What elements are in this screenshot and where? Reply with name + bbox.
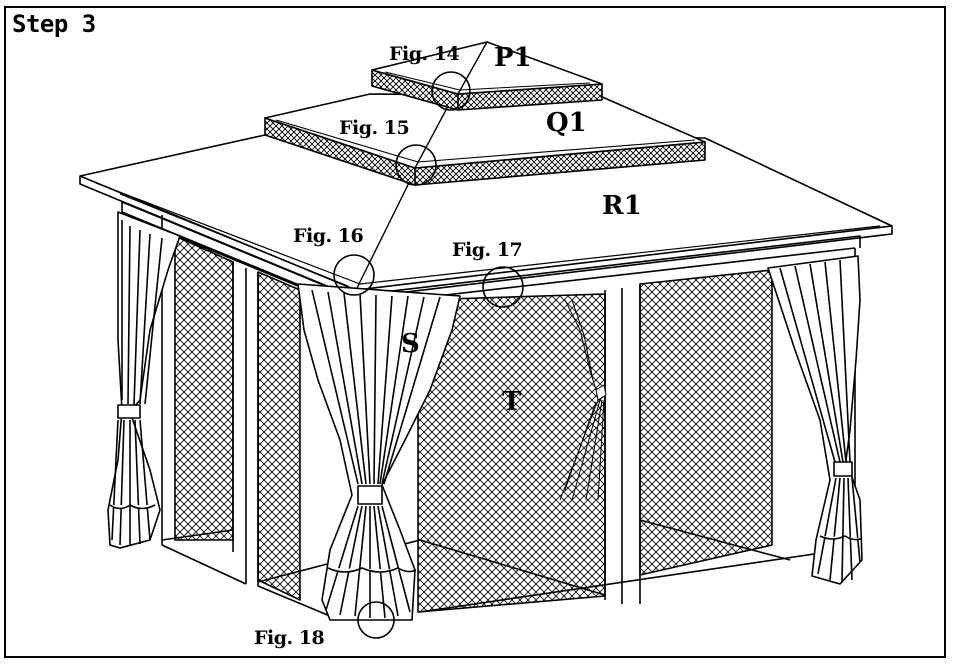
roof-R1 bbox=[79, 119, 893, 299]
curtain-inner bbox=[559, 299, 607, 501]
fig16-label: Fig. 16 bbox=[293, 225, 363, 247]
callout-circle-fig16 bbox=[333, 254, 375, 296]
fig17-label: Fig. 17 bbox=[452, 239, 522, 261]
middle-tier-Q1 bbox=[264, 79, 706, 186]
diagram-frame bbox=[4, 6, 946, 658]
callout-circle-fig17 bbox=[482, 266, 524, 308]
step-title: Step 3 bbox=[12, 10, 96, 38]
curtain-left bbox=[107, 211, 181, 549]
part-label-Q1: Q1 bbox=[546, 108, 587, 138]
curtain-S bbox=[297, 283, 461, 621]
part-label-P1: P1 bbox=[494, 43, 532, 73]
fig14-label: Fig. 14 bbox=[389, 43, 459, 65]
fig18-label: Fig. 18 bbox=[254, 627, 324, 649]
curtain-right bbox=[767, 255, 863, 585]
part-label-S: S bbox=[401, 329, 420, 359]
netting-T bbox=[174, 235, 773, 613]
callout-circle-fig14 bbox=[431, 71, 471, 111]
callout-circle-fig18 bbox=[357, 601, 395, 639]
part-label-R1: R1 bbox=[602, 191, 642, 221]
fig15-label: Fig. 15 bbox=[339, 117, 409, 139]
top-tier-P1 bbox=[371, 41, 603, 111]
callout-circle-fig15 bbox=[395, 144, 437, 186]
part-label-T: T bbox=[502, 387, 522, 417]
